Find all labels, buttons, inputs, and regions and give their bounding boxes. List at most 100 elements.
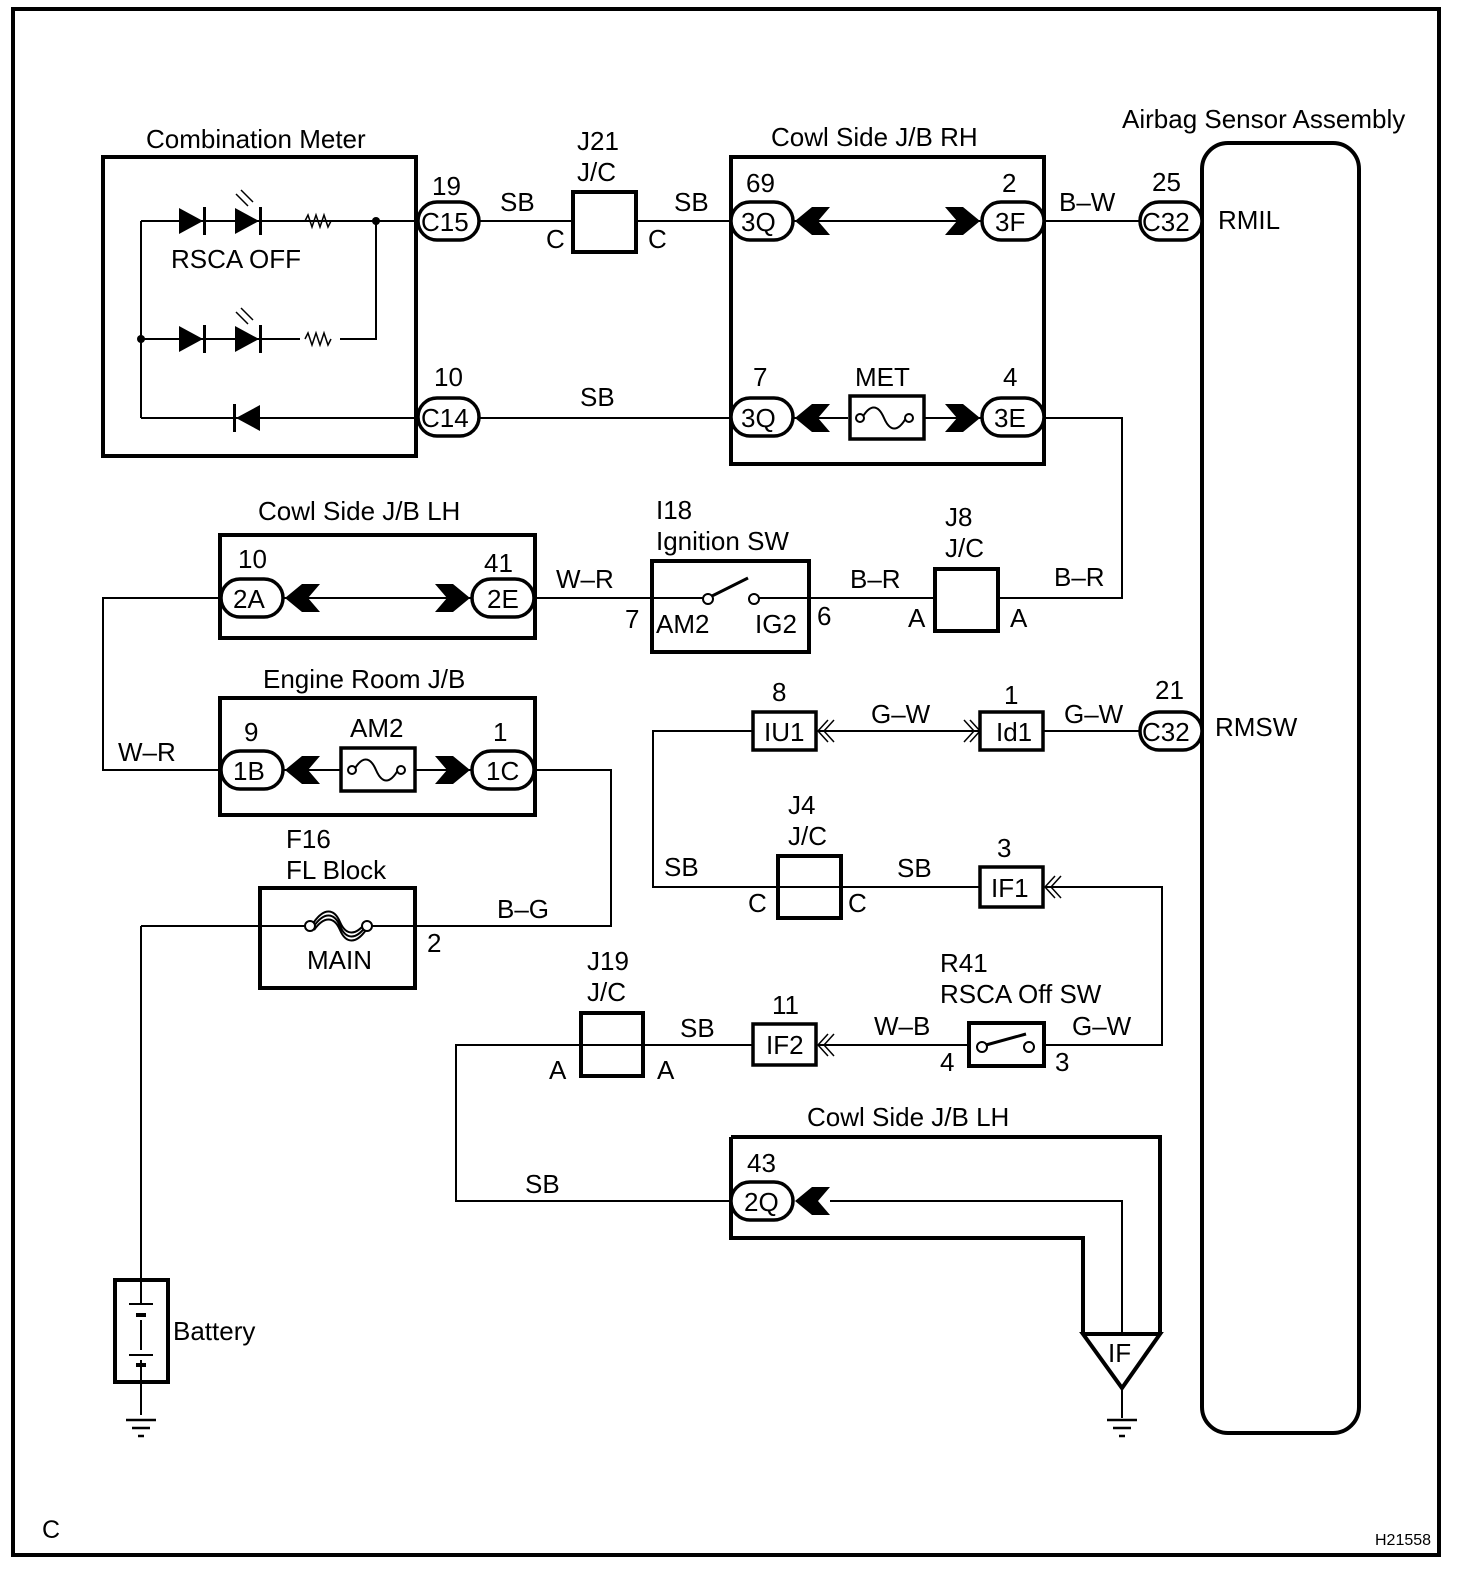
svg-text:IG2: IG2: [755, 609, 797, 639]
svg-text:J8: J8: [945, 502, 972, 532]
wire-label: SB: [580, 382, 615, 412]
wire-label: W–B: [874, 1011, 930, 1041]
diagram-frame: [11, 7, 1441, 1557]
svg-text:RMIL: RMIL: [1218, 205, 1280, 235]
connector-c15: 19 C15: [416, 171, 481, 242]
svg-text:IF2: IF2: [766, 1030, 804, 1060]
svg-text:IF1: IF1: [991, 873, 1029, 903]
switch-lever-icon: [711, 576, 749, 598]
svg-text:RSCA Off SW: RSCA Off SW: [940, 979, 1102, 1009]
svg-text:11: 11: [772, 990, 799, 1020]
wire-label: B–W: [1059, 187, 1116, 217]
connector-if2: 11 IF2: [751, 990, 835, 1067]
resistor-icon: [304, 212, 332, 230]
svg-text:Cowl Side J/B LH: Cowl Side J/B LH: [258, 496, 460, 526]
fl-block: F16 FL Block MAIN 2: [141, 824, 441, 990]
svg-text:3F: 3F: [995, 207, 1025, 237]
resistor-icon: [304, 330, 332, 348]
svg-text:RMSW: RMSW: [1215, 712, 1298, 742]
svg-text:1: 1: [1004, 680, 1018, 710]
wire-label: B–R: [1054, 562, 1105, 592]
junction-connector-j21: J21 J/C C C: [546, 126, 667, 254]
cowl-side-jb-rh: Cowl Side J/B RH 69 3Q 2 3F 7 3Q 4 3E ME…: [729, 122, 1046, 466]
svg-text:C32: C32: [1142, 207, 1190, 237]
svg-text:J/C: J/C: [945, 533, 984, 563]
svg-text:3: 3: [1055, 1047, 1069, 1077]
svg-text:2: 2: [427, 928, 441, 958]
rsca-off-switch[interactable]: R41 RSCA Off SW 4 3: [940, 948, 1102, 1077]
svg-text:A: A: [908, 603, 926, 633]
battery: Battery: [113, 1278, 255, 1384]
svg-text:Airbag Sensor Assembly: Airbag Sensor Assembly: [1122, 104, 1405, 134]
svg-text:MAIN: MAIN: [307, 945, 372, 975]
svg-text:2E: 2E: [487, 584, 519, 614]
svg-text:J/C: J/C: [788, 821, 827, 851]
svg-text:I18: I18: [656, 495, 692, 525]
ground-icon: [1107, 1418, 1137, 1438]
airbag-sensor-assembly: Airbag Sensor Assembly 25 C32 RMIL 21 C3…: [1122, 104, 1405, 1435]
junction-connector-j19: J19 J/C A A: [549, 946, 675, 1085]
connector-arrow-icon: [945, 207, 980, 235]
svg-text:Ignition SW: Ignition SW: [656, 526, 789, 556]
wire-label: W–R: [556, 564, 614, 594]
wire-label: W–R: [118, 737, 176, 767]
connector-arrow-icon: [795, 1187, 830, 1215]
svg-text:F16: F16: [286, 824, 331, 854]
fuse-icon: [353, 758, 399, 782]
svg-text:10: 10: [238, 544, 267, 574]
svg-text:3E: 3E: [994, 403, 1026, 433]
svg-text:Cowl Side J/B RH: Cowl Side J/B RH: [771, 122, 978, 152]
wire-label: G–W: [1064, 699, 1124, 729]
svg-text:21: 21: [1155, 675, 1184, 705]
wire-label: SB: [664, 852, 699, 882]
diode-icon: [179, 325, 206, 353]
svg-text:4: 4: [940, 1047, 954, 1077]
connector-if1: 3 IF1: [978, 833, 1062, 909]
svg-text:3Q: 3Q: [741, 207, 776, 237]
wire-label: SB: [897, 853, 932, 883]
svg-text:7: 7: [753, 362, 767, 392]
svg-text:Cowl Side J/B LH: Cowl Side J/B LH: [807, 1102, 1009, 1132]
diode-icon: [179, 207, 206, 235]
svg-text:3Q: 3Q: [741, 403, 776, 433]
wire-label: G–W: [871, 699, 931, 729]
svg-text:IF: IF: [1108, 1338, 1131, 1368]
svg-text:25: 25: [1152, 167, 1181, 197]
engine-room-jb: Engine Room J/B 9 1B 1 1C AM2: [218, 664, 537, 817]
ignition-switch[interactable]: I18 Ignition SW AM2 IG2 7 6: [625, 495, 831, 654]
svg-text:1B: 1B: [233, 756, 265, 786]
svg-text:C: C: [748, 888, 767, 918]
connector-c14: 10 C14: [416, 362, 481, 438]
svg-text:9: 9: [244, 717, 258, 747]
svg-text:J4: J4: [788, 790, 815, 820]
svg-text:10: 10: [434, 362, 463, 392]
wire-label: SB: [525, 1169, 560, 1199]
svg-text:Engine Room J/B: Engine Room J/B: [263, 664, 465, 694]
svg-text:4: 4: [1003, 362, 1017, 392]
connector-arrow-icon: [945, 404, 980, 432]
switch-lever-icon: [985, 1032, 1027, 1047]
connector-arrow-icon: [285, 756, 320, 784]
svg-text:6: 6: [817, 601, 831, 631]
wire-label: SB: [674, 187, 709, 217]
connector-iu1: 8 IU1: [751, 677, 835, 752]
svg-text:A: A: [657, 1055, 675, 1085]
fuse-icon: [861, 406, 907, 430]
svg-text:2A: 2A: [233, 584, 265, 614]
svg-text:1C: 1C: [486, 756, 519, 786]
svg-text:3: 3: [997, 833, 1011, 863]
cowl-side-jb-lh-bottom: Cowl Side J/B LH 43 2Q IF: [729, 1102, 1164, 1438]
svg-text:8: 8: [772, 677, 786, 707]
diode-icon: [233, 404, 260, 432]
junction-connector-j8: J8 J/C A A: [908, 502, 1028, 633]
svg-text:69: 69: [746, 168, 775, 198]
svg-text:1: 1: [493, 717, 507, 747]
svg-text:C14: C14: [421, 403, 469, 433]
combination-meter: Combination Meter RSCA OFF: [101, 124, 418, 458]
connector-id1: 1 Id1: [963, 680, 1045, 752]
indicator-label: RSCA OFF: [171, 244, 301, 274]
connector-arrow-icon: [795, 404, 830, 432]
connector-arrow-icon: [285, 584, 320, 612]
wire-label: G–W: [1072, 1011, 1132, 1041]
